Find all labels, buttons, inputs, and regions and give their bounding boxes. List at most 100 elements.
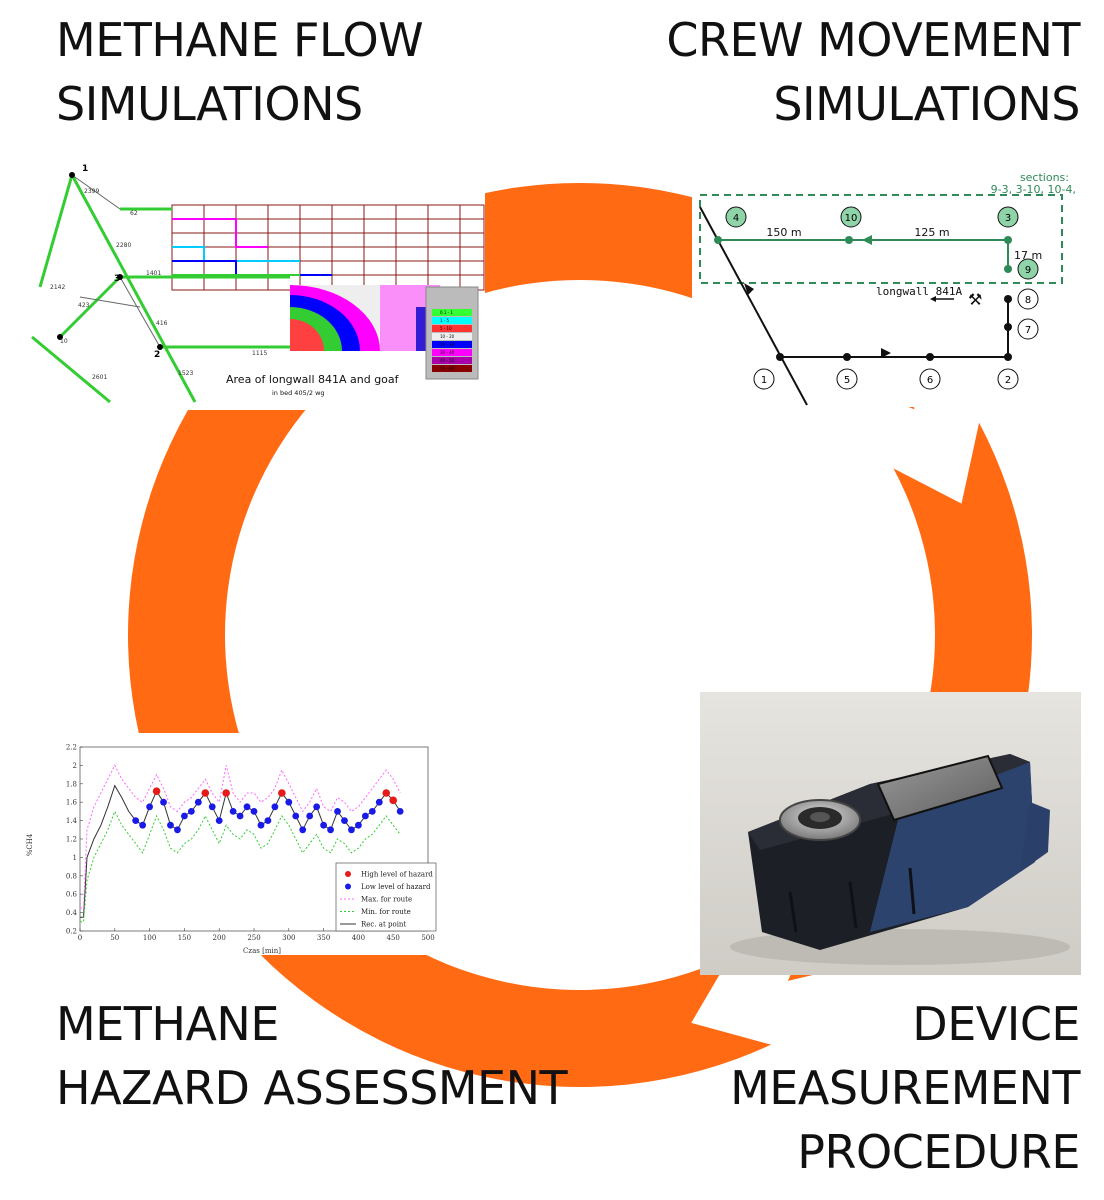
route-node-label: 8 [1025,295,1031,306]
branch-label: 1115 [252,350,267,357]
label-methane-flow-line2: SIMULATIONS [56,77,363,131]
branch-label: 2280 [116,242,131,249]
high-hazard-point [389,796,398,805]
label-hazard-line2: HAZARD ASSESSMENT [56,1061,568,1115]
concentration-legend: 0.1 - 1 1 - 5 5 - 10 10 - 20 20 - 30 30 … [425,286,479,380]
branch-label: 10 [60,338,68,345]
flow-network-diagram: 1 2 3 2399 62 2280 1401 2142 423 10 416 … [31,164,485,404]
goaf-colored-cells [172,218,332,276]
route-dots [714,236,1012,361]
route-node-8: 8 [1017,288,1039,310]
legend-marker [345,883,351,890]
route-lines-green [718,239,1009,269]
legend-label: High level of hazard [361,871,433,879]
flow-panel-title: Area of longwall 841A and goaf [226,373,400,386]
arrow-segment-bottom [217,811,772,1087]
label-hazard-line1: METHANE [56,997,279,1051]
high-hazard-point [278,789,286,797]
y-tick-label: 1 [73,854,77,862]
longwall-label: longwall 841A [876,285,962,298]
low-hazard-point [264,817,272,824]
route-node-label: 1 [761,375,767,386]
distance-150: 150 m [766,226,801,239]
x-tick-label: 350 [317,934,330,942]
x-tick-label: 500 [421,934,434,942]
low-hazard-point [285,798,293,806]
label-crew-movement-line2: SIMULATIONS [773,77,1080,131]
y-tick-label: 0.2 [66,928,77,936]
y-tick-label: 2.2 [66,744,77,752]
network-nodes [57,172,163,350]
low-hazard-point [341,817,348,824]
sections-box [699,194,1063,284]
device-photo-panel [700,692,1081,975]
low-hazard-point [160,798,167,806]
route-node-10: 10 [840,206,862,228]
crew-simulation-panel: sections: 9-3, 3-10, 10-4, 150 m 125 m 1… [692,167,1076,407]
chart-axes [79,746,429,932]
low-hazard-point [375,798,383,806]
route-node-9: 9 [1017,258,1039,280]
node-label-2: 2 [154,350,160,360]
low-hazard-point [334,808,341,815]
label-methane-flow: METHANE FLOW SIMULATIONS [56,8,424,136]
label-crew-movement: CREW MOVEMENT SIMULATIONS [666,8,1080,136]
x-tick-label: 100 [143,934,156,942]
y-tick-label: 0.8 [66,872,77,880]
legend-row-label: 50 - 60 [440,366,455,371]
label-hazard-assessment: METHANE HAZARD ASSESSMENT [56,992,568,1120]
legend-row-label: 10 - 20 [440,334,455,339]
network-thin-lines [71,174,161,348]
low-hazard-point [299,826,307,834]
route-node-label: 6 [927,375,933,386]
low-hazard-point [208,803,216,811]
x-tick-label: 200 [213,934,226,942]
legend-row-label: 0.1 - 1 [440,310,453,315]
distance-17: 17 m [1014,249,1042,262]
x-tick-label: 150 [178,934,191,942]
high-hazard-point [382,789,391,797]
chart-series [80,764,404,923]
low-hazard-point [313,803,321,811]
longwall-arrow-head [930,296,936,302]
route-node-label: 10 [845,213,858,224]
y-tick-label: 1.6 [66,799,78,807]
route-arrow-right [881,348,891,358]
branch-label: 1401 [146,270,161,277]
low-hazard-point [271,803,279,811]
y-tick-label: 0.6 [66,891,78,899]
route-node-5: 5 [836,368,858,390]
sections-list: 9-3, 3-10, 10-4, [991,183,1076,196]
branch-label: 62 [130,210,138,217]
sections-title: sections: [1020,171,1069,184]
low-hazard-point [257,821,265,829]
low-hazard-point [368,808,376,815]
y-tick-label: 0.4 [66,909,78,917]
legend-row-label: 30 - 40 [440,350,455,355]
crew-route-diagram: sections: 9-3, 3-10, 10-4, 150 m 125 m 1… [699,171,1076,406]
low-hazard-point [167,821,174,829]
low-hazard-point [132,817,140,824]
y-tick-label: 1.2 [66,836,77,844]
low-hazard-point [146,803,153,811]
high-hazard-point [222,789,230,797]
low-hazard-point [327,826,334,834]
x-tick-label: 50 [110,934,119,942]
low-hazard-point [139,821,147,829]
low-hazard-point [320,821,327,829]
route-node-3: 3 [997,206,1019,228]
flow-simulation-panel: 1 2 3 2399 62 2280 1401 2142 423 10 416 … [20,157,485,410]
legend-row-label: 40 - 50 [440,358,455,363]
device-screen [876,754,1004,822]
high-hazard-point [152,787,161,795]
legend-row-label: 20 - 30 [440,342,455,347]
route-node-7: 7 [1017,318,1039,340]
low-hazard-point [396,808,404,815]
branch-label: 2601 [92,374,107,381]
branch-label: 416 [156,320,168,327]
x-axis-label: Czas [min] [243,947,281,955]
low-hazard-point [229,808,237,815]
arrow-segment-left [127,296,361,848]
methane-detector-photo [700,692,1081,975]
